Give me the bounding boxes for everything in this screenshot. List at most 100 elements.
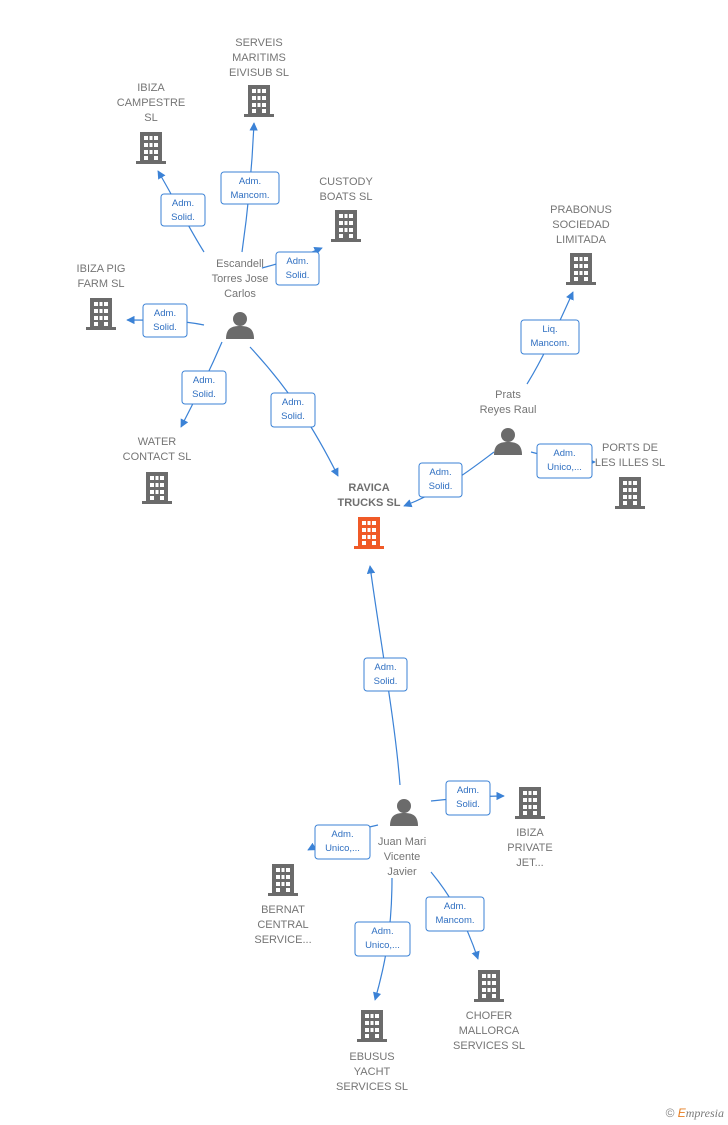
node-label-line: MALLORCA — [459, 1025, 520, 1037]
node-label-line: Vicente — [384, 851, 421, 863]
node-label-line: BOATS SL — [320, 191, 373, 203]
edge-label-line: Unico,... — [547, 462, 582, 473]
edge-label-line: Adm. — [553, 448, 575, 459]
edge-label-box — [270, 392, 316, 428]
copyright-symbol: © — [665, 1106, 675, 1120]
edge-label-line: Mancom. — [230, 190, 269, 201]
node-label-line: SERVICES SL — [336, 1081, 408, 1093]
node-label-line: Prats — [495, 389, 521, 401]
node-label-line: LES ILLES SL — [595, 457, 665, 469]
edge-label-line: Solid. — [286, 270, 310, 281]
edge-label-box — [536, 443, 593, 479]
building-icon — [354, 517, 384, 549]
edge-label-line: Solid. — [171, 212, 195, 223]
node-label-line: BERNAT — [261, 904, 305, 916]
edge-label-line: Adm. — [282, 397, 304, 408]
building-icon — [515, 787, 545, 819]
edge-label-prats-prabonus[interactable]: Liq. Mancom. — [520, 319, 580, 355]
edge-label-line: Unico,... — [325, 843, 360, 854]
company-node-custody[interactable]: CUSTODY BOATS SL — [319, 176, 373, 242]
edge-label-line: Liq. — [542, 324, 557, 335]
node-label-line: WATER — [138, 436, 177, 448]
node-label-line: Juan Mari — [378, 836, 426, 848]
edge-label-juan-ravica[interactable]: Adm.Solid. — [363, 657, 408, 692]
node-label-line: CONTACT SL — [123, 451, 192, 463]
edge-label-escandell-ibizacamp[interactable]: Adm. Solid. — [160, 193, 206, 227]
edge-label-line: Adm. — [286, 256, 308, 267]
company-node-ibizajet[interactable]: IBIZAPRIVATEJET... — [507, 787, 553, 869]
edge-label-juan-bernat[interactable]: Adm. Unico,... — [314, 824, 371, 860]
node-label-line: Javier — [387, 866, 417, 878]
building-icon — [357, 1010, 387, 1042]
node-label-line: FARM SL — [77, 278, 124, 290]
node-label-line: SERVICE... — [254, 934, 311, 946]
edge-label-line: Adm. — [193, 375, 215, 386]
building-icon — [136, 132, 166, 164]
edge-label-box — [418, 462, 463, 498]
node-label-line: PORTS DE — [602, 442, 658, 454]
building-icon — [474, 970, 504, 1002]
node-label-line: IBIZA PIG — [77, 263, 126, 275]
edge-label-box — [354, 921, 411, 957]
person-icon — [226, 312, 254, 339]
edge-label-line: Mancom. — [530, 338, 569, 349]
edge-label-line: Solid. — [374, 676, 398, 687]
edge-label-line: Mancom. — [435, 915, 474, 926]
edge-label-prats-ports[interactable]: Adm. Unico,... — [536, 443, 593, 479]
edge-label-line: Adm. — [331, 829, 353, 840]
brand-initial: E — [677, 1106, 686, 1120]
node-label-line: SL — [144, 112, 157, 124]
company-node-chofer[interactable]: CHOFER MALLORCA SERVICES SL — [453, 970, 525, 1052]
empresia-watermark: © Empresia — [666, 1106, 724, 1121]
edge-label-line: Adm. — [457, 785, 479, 796]
company-node-ports[interactable]: PORTS DE LES ILLES SL — [595, 442, 665, 509]
node-label-line: Carlos — [224, 288, 256, 300]
edge-label-line: Solid. — [429, 481, 453, 492]
edge-label-escandell-custody[interactable]: Adm. Solid. — [275, 251, 320, 286]
edge-label-line: Solid. — [456, 799, 480, 810]
building-icon — [86, 298, 116, 330]
company-node-water[interactable]: WATER CONTACT SL — [123, 436, 192, 504]
node-label-line: CHOFER — [466, 1010, 513, 1022]
node-label-line: EIVISUB SL — [229, 67, 289, 79]
edge-label-line: Solid. — [281, 411, 305, 422]
node-label-line: EBUSUS — [349, 1051, 394, 1063]
edge-labels-layer: Adm.Mancom.Adm.Solid.Adm.Solid.Adm.Solid… — [142, 171, 593, 957]
company-node-ibizapig[interactable]: IBIZA PIG FARM SL — [77, 263, 126, 330]
edge-label-line: Adm. — [172, 198, 194, 209]
edge-label-juan-chofer[interactable]: Adm. Mancom. — [425, 896, 485, 932]
company-node-bernat[interactable]: BERNAT CENTRAL SERVICE... — [254, 864, 312, 946]
edge-label-line: Adm. — [444, 901, 466, 912]
node-label-line: Reyes Raul — [480, 404, 537, 416]
node-label-line: Escandell — [216, 258, 264, 270]
edge-label-escandell-water[interactable]: Adm.Solid. — [181, 370, 227, 405]
edge-label-line: Adm. — [239, 176, 261, 187]
node-label-line: TRUCKS SL — [338, 497, 401, 509]
person-icon — [390, 799, 418, 826]
node-label-line: CUSTODY — [319, 176, 373, 188]
edge-label-line: Adm. — [429, 467, 451, 478]
node-label-line: SERVICES SL — [453, 1040, 525, 1052]
edge-label-juan-ebusus[interactable]: Adm.Unico,... — [354, 921, 411, 957]
edge-label-escandell-serveis[interactable]: Adm. Mancom. — [220, 171, 280, 205]
node-label-line: SOCIEDAD — [552, 219, 610, 231]
edge-label-box — [363, 657, 408, 692]
edge-label-escandell-ibizapig[interactable]: Adm.Solid. — [142, 303, 188, 338]
node-label-line: SERVEIS — [235, 37, 283, 49]
node-label-line: CENTRAL — [257, 919, 308, 931]
building-icon — [142, 472, 172, 504]
edge-label-juan-ibizajet[interactable]: Adm. Solid. — [445, 780, 491, 816]
edge-label-prats-ravica[interactable]: Adm. Solid. — [418, 462, 463, 498]
node-label-line: JET... — [516, 857, 544, 869]
node-label-line: RAVICA — [348, 482, 389, 494]
edge-label-escandell-ravica[interactable]: Adm. Solid. — [270, 392, 316, 428]
company-node-ravica[interactable]: RAVICA TRUCKS SL — [338, 482, 401, 549]
